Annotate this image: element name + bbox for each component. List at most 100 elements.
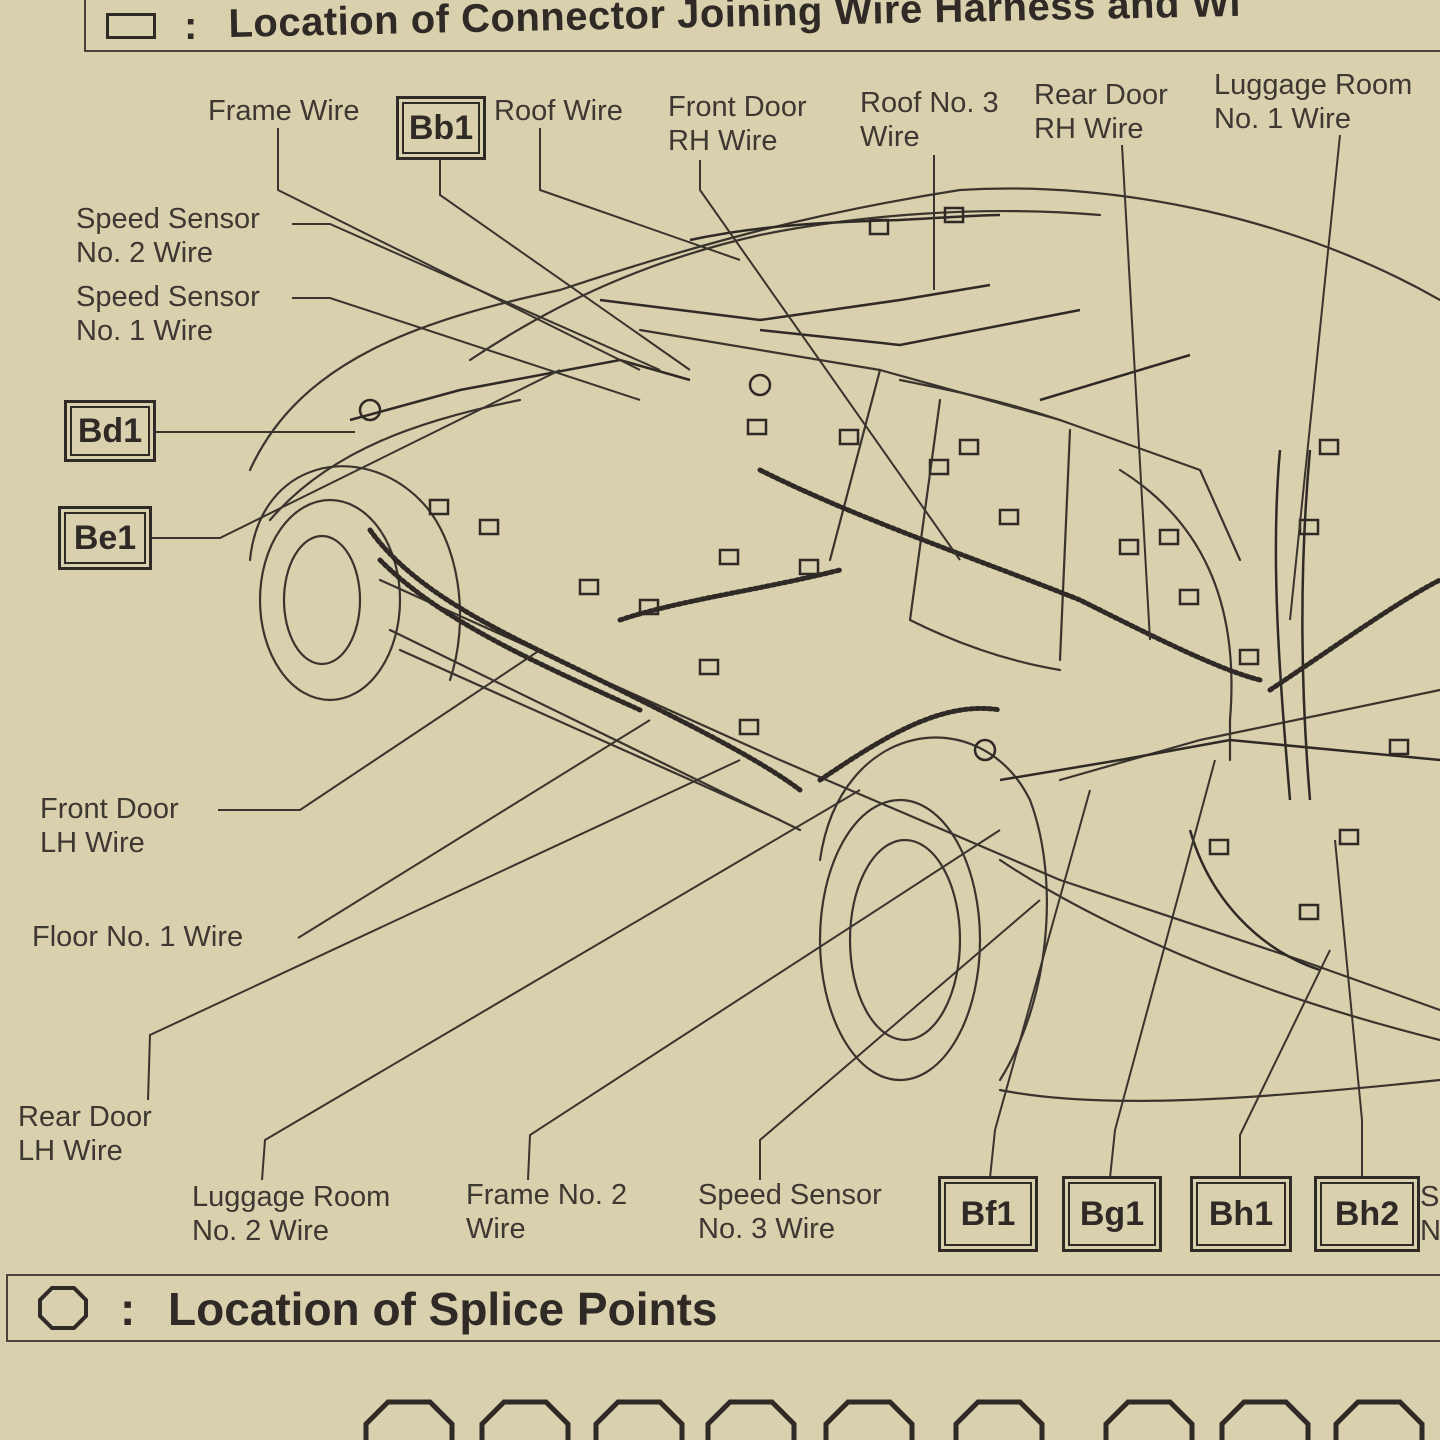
leader-luggage-no2 bbox=[261, 789, 861, 1181]
leader-speed-sensor-2 bbox=[292, 223, 661, 371]
harness-floor-lh bbox=[367, 527, 803, 793]
leader-front-door-lh bbox=[218, 649, 541, 811]
rocker bbox=[388, 628, 802, 832]
roof-harness-4 bbox=[1039, 353, 1191, 402]
rear-harness-vert-2 bbox=[1301, 449, 1312, 801]
leader-roof-wire bbox=[539, 128, 741, 261]
label-floor-no1: Floor No. 1 Wire bbox=[32, 921, 244, 953]
leader-bh2 bbox=[1334, 839, 1363, 1178]
splice-marker-octagon bbox=[479, 1399, 571, 1440]
leader-front-door-rh bbox=[699, 160, 961, 561]
connector-node bbox=[798, 558, 820, 576]
connector-node bbox=[1238, 648, 1260, 666]
leader-speed-sensor-1 bbox=[292, 297, 641, 401]
hood-line bbox=[268, 398, 522, 522]
rear-body bbox=[1118, 468, 1233, 762]
label-roof-wire: Roof Wire bbox=[494, 95, 623, 127]
roof-harness-3 bbox=[759, 308, 1081, 347]
tag-be1: Be1 bbox=[58, 506, 152, 570]
tag-bf1: Bf1 bbox=[938, 1176, 1038, 1252]
front-harness bbox=[349, 358, 691, 422]
leader-luggage-no1 bbox=[1289, 134, 1341, 621]
splice-marker-octagon bbox=[363, 1399, 455, 1440]
tag-bd1: Bd1 bbox=[64, 400, 156, 462]
splice-marker-octagon bbox=[593, 1399, 685, 1440]
rectangle-icon bbox=[106, 13, 156, 39]
connector-node bbox=[1208, 838, 1230, 856]
connector-node bbox=[1298, 903, 1320, 921]
connector-node bbox=[943, 206, 965, 224]
connector-node bbox=[1338, 828, 1360, 846]
splice-marker-octagon bbox=[823, 1399, 915, 1440]
body-side bbox=[378, 578, 1440, 1012]
connector-node bbox=[1178, 588, 1200, 606]
connector-node bbox=[868, 218, 890, 236]
tag-bh2: Bh2 bbox=[1314, 1176, 1420, 1252]
splice-marker-octagon bbox=[1103, 1399, 1195, 1440]
leader-frame-wire bbox=[277, 128, 641, 371]
leader-rear-door-lh bbox=[147, 759, 741, 1101]
harness-mid bbox=[617, 567, 843, 623]
leader-bg1 bbox=[1109, 759, 1216, 1179]
connector-node bbox=[958, 438, 980, 456]
splice-marker-octagon bbox=[705, 1399, 797, 1440]
leader-frame-no2 bbox=[527, 829, 1001, 1181]
label-frame-wire: Frame Wire bbox=[208, 95, 360, 127]
connector-node bbox=[1158, 528, 1180, 546]
splice-colon: : bbox=[120, 1283, 136, 1335]
leader-bf1 bbox=[989, 789, 1091, 1179]
splice-marker-octagon bbox=[1333, 1399, 1425, 1440]
roof-line bbox=[468, 209, 1102, 362]
window-line-1 bbox=[638, 328, 1242, 562]
connector-node bbox=[1318, 438, 1340, 456]
splice-marker-octagon bbox=[1219, 1399, 1311, 1440]
leader-bb1 bbox=[439, 158, 691, 371]
leader-speed-sensor-3 bbox=[759, 899, 1041, 1180]
splice-section-frame bbox=[6, 1274, 1440, 1342]
leader-rear-door-rh bbox=[1121, 144, 1151, 641]
connector-node bbox=[998, 508, 1020, 526]
floor-line bbox=[998, 858, 1440, 1042]
rear-wheel-outer bbox=[818, 798, 982, 1082]
rear-floor-harness bbox=[999, 738, 1440, 782]
connector-node bbox=[478, 518, 500, 536]
connector-node bbox=[1298, 518, 1320, 536]
rear-wheel-arch bbox=[818, 736, 1048, 1082]
connector-node bbox=[638, 598, 660, 616]
rear-end-harness bbox=[1188, 829, 1321, 972]
front-wheel-inner bbox=[282, 534, 362, 666]
window-line-3 bbox=[1058, 428, 1072, 662]
connector-node bbox=[738, 718, 760, 736]
connector-node bbox=[973, 738, 997, 762]
leader-floor-no1 bbox=[297, 719, 651, 939]
rear-wheel-inner bbox=[848, 838, 962, 1042]
connector-node bbox=[428, 498, 450, 516]
header-colon: : bbox=[184, 4, 198, 48]
front-wheel-arch bbox=[248, 465, 462, 682]
connector-node bbox=[698, 658, 720, 676]
connector-node bbox=[1388, 738, 1410, 756]
connector-node bbox=[358, 398, 382, 422]
rear-panel bbox=[1058, 688, 1440, 782]
tag-bg1: Bg1 bbox=[1062, 1176, 1162, 1252]
connector-node bbox=[578, 578, 600, 596]
connector-node bbox=[928, 458, 950, 476]
harness-rear bbox=[1267, 577, 1440, 693]
connector-node bbox=[748, 373, 772, 397]
splice-marker-octagon bbox=[953, 1399, 1045, 1440]
front-wheel-outer bbox=[258, 498, 402, 702]
connector-node bbox=[718, 548, 740, 566]
connector-node bbox=[746, 418, 768, 436]
splice-section-title: Location of Splice Points bbox=[168, 1283, 718, 1335]
tag-bb1: Bb1 bbox=[396, 96, 486, 160]
